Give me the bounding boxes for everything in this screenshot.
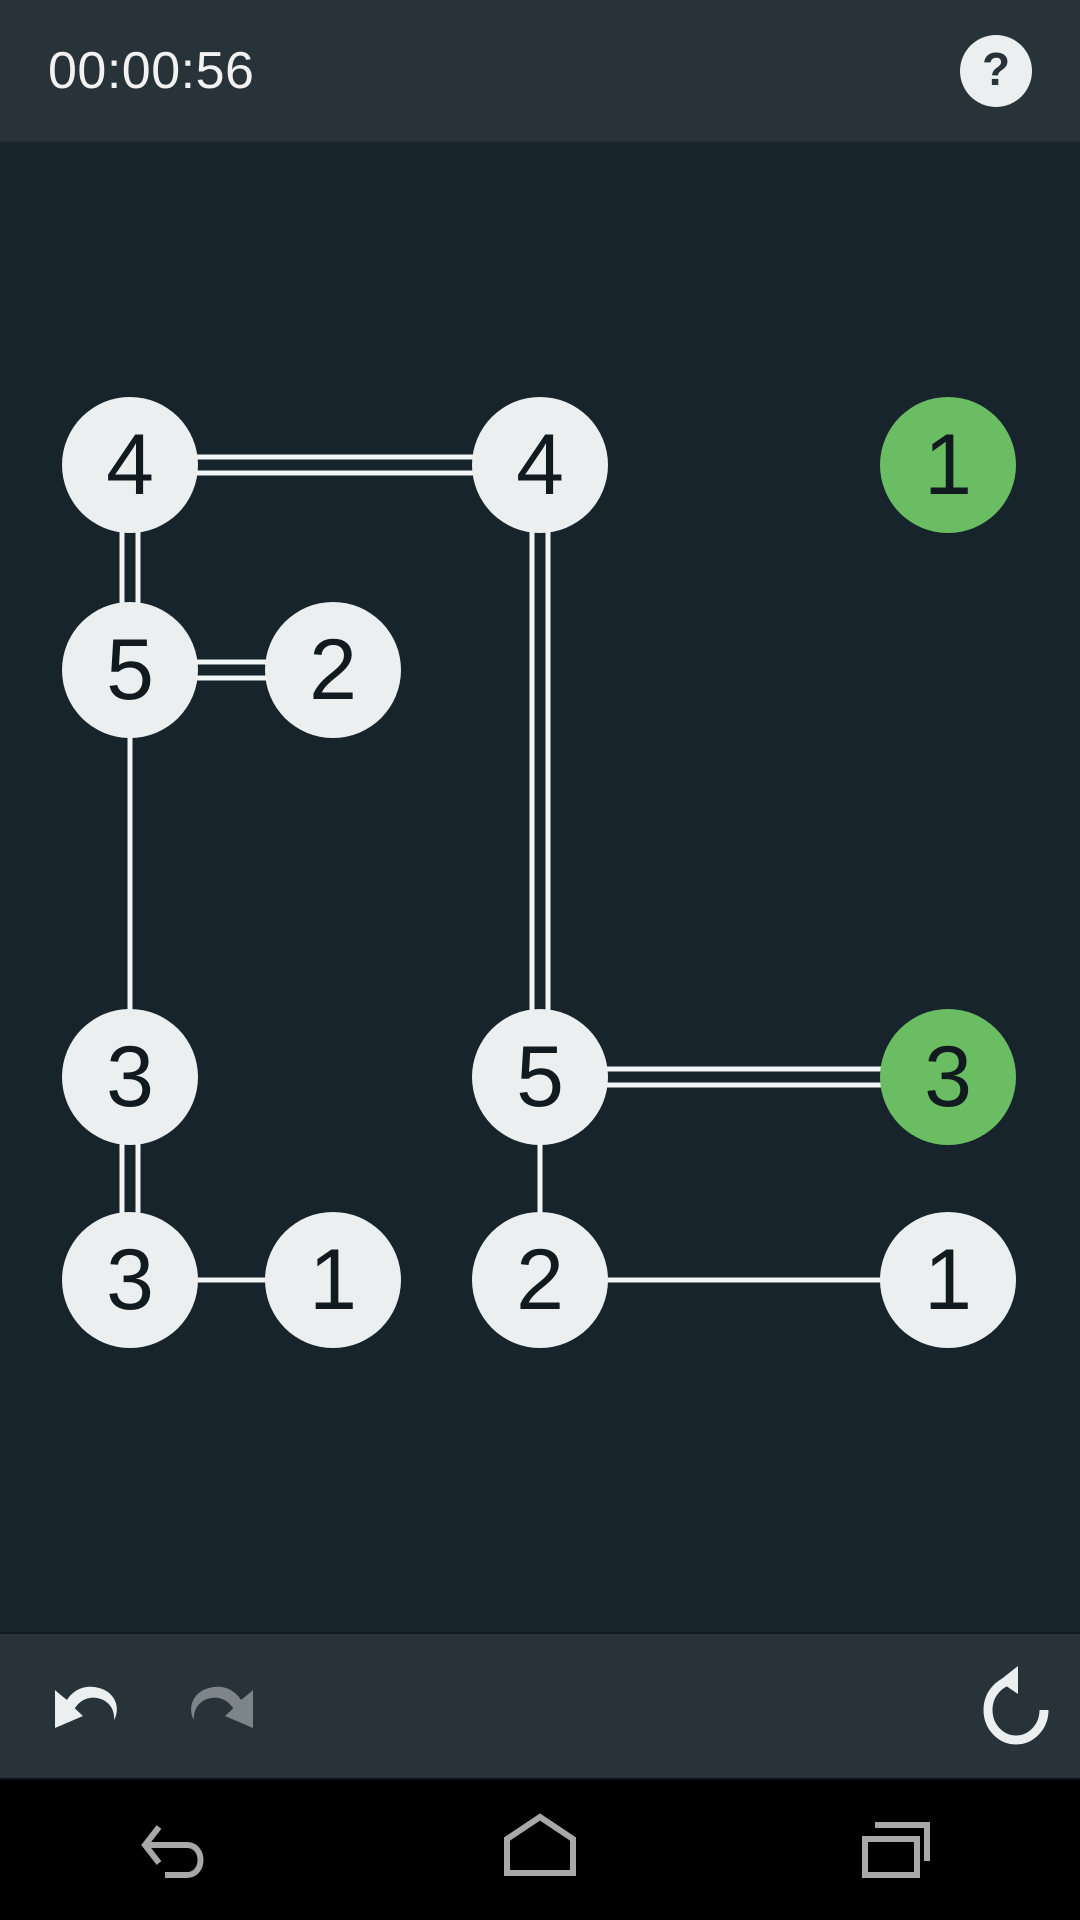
undo-button[interactable] xyxy=(36,1660,132,1756)
island-number: 3 xyxy=(106,1231,154,1328)
restart-circular-arrow-icon xyxy=(977,1666,1055,1750)
header-bar: 00:00:56 ? xyxy=(0,0,1080,143)
timer-display: 00:00:56 xyxy=(48,41,255,100)
island-node[interactable]: 5 xyxy=(472,1009,608,1145)
nav-recents-button[interactable] xyxy=(810,1780,990,1920)
nav-back-button[interactable] xyxy=(90,1780,270,1920)
island-number: 5 xyxy=(106,621,154,718)
island-node[interactable]: 1 xyxy=(265,1212,401,1348)
android-navigation-bar xyxy=(0,1780,1080,1920)
back-arrow-icon xyxy=(125,1795,235,1905)
island-node[interactable]: 2 xyxy=(472,1212,608,1348)
undo-arrow-icon xyxy=(43,1672,125,1744)
island-number: 3 xyxy=(106,1028,154,1125)
recent-apps-icon xyxy=(845,1795,955,1905)
island-node[interactable]: 4 xyxy=(62,397,198,533)
island-number: 1 xyxy=(309,1231,357,1328)
redo-arrow-icon xyxy=(183,1672,265,1744)
island-node[interactable]: 2 xyxy=(265,602,401,738)
restart-button[interactable] xyxy=(968,1660,1064,1756)
island-number: 4 xyxy=(516,416,564,513)
island-number: 4 xyxy=(106,416,154,513)
nav-home-button[interactable] xyxy=(450,1780,630,1920)
island-number: 1 xyxy=(924,1231,972,1328)
island-node[interactable]: 3 xyxy=(62,1212,198,1348)
puzzle-board[interactable]: 4 4 1 5 2 3 5 3 3 1 2 1 xyxy=(0,143,1080,1632)
bridges-layer xyxy=(119,454,882,1283)
island-node[interactable]: 4 xyxy=(472,397,608,533)
island-node[interactable]: 1 xyxy=(880,1212,1016,1348)
island-node[interactable]: 1 xyxy=(880,397,1016,533)
help-button[interactable]: ? xyxy=(960,34,1032,107)
question-mark-circle-icon: ? xyxy=(969,44,1023,98)
island-node[interactable]: 3 xyxy=(62,1009,198,1145)
island-node[interactable]: 3 xyxy=(880,1009,1016,1145)
island-node[interactable]: 5 xyxy=(62,602,198,738)
redo-button[interactable] xyxy=(176,1660,272,1756)
island-number: 2 xyxy=(516,1231,564,1328)
island-number: 1 xyxy=(924,416,972,513)
island-number: 5 xyxy=(516,1028,564,1125)
island-number: 2 xyxy=(309,621,357,718)
svg-text:?: ? xyxy=(982,44,1010,95)
island-number: 3 xyxy=(924,1028,972,1125)
game-toolbar xyxy=(0,1632,1080,1780)
home-icon xyxy=(485,1795,595,1905)
